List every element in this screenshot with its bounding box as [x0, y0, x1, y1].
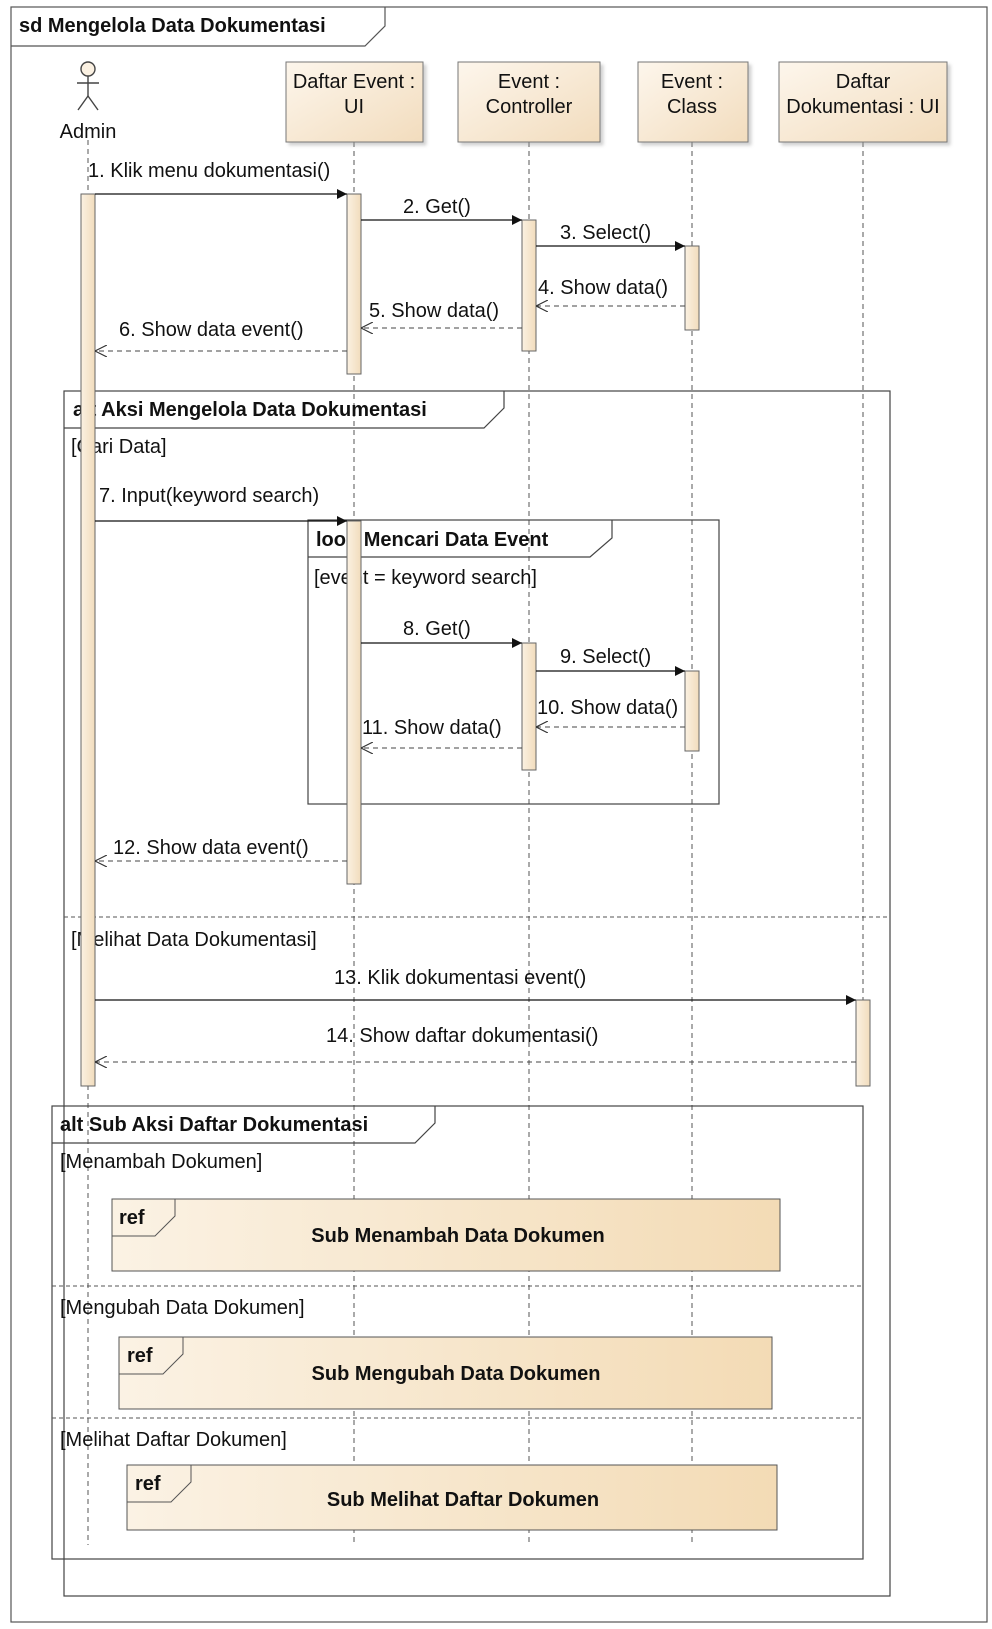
message-label: 6. Show data event()	[119, 319, 304, 341]
message-3: 3. Select()	[536, 222, 685, 251]
lifeline-name-line1: Event :	[661, 71, 723, 93]
message-label: 5. Show data()	[369, 300, 499, 322]
activation-ui-event-2	[346, 520, 362, 885]
message-label: 4. Show data()	[538, 277, 668, 299]
message-label: 13. Klik dokumentasi event()	[334, 967, 586, 989]
lifeline-event-class: Event : Class	[637, 61, 749, 143]
message-label: 9. Select()	[560, 646, 651, 668]
lifeline-name-line1: Daftar Event :	[293, 71, 415, 93]
message-6: 6. Show data event()	[95, 319, 347, 351]
message-1: 1. Klik menu dokumentasi()	[88, 160, 347, 199]
lifeline-name-line2: Controller	[486, 96, 573, 118]
ref-sub-melihat: ref Sub Melihat Daftar Dokumen	[126, 1464, 778, 1531]
lifeline-daftar-event-ui: Daftar Event : UI	[285, 61, 424, 143]
message-7: 7. Input(keyword search)	[95, 485, 347, 526]
messages: 1. Klik menu dokumentasi() 2. Get() 3. S…	[88, 160, 856, 1062]
alt-main-title: alt Aksi Mengelola Data Dokumentasi	[73, 399, 427, 421]
activation-controller-1	[521, 219, 537, 352]
message-label: 11. Show data()	[362, 717, 502, 739]
activation-admin	[80, 193, 96, 1087]
activation-bars	[80, 193, 871, 1087]
message-label: 8. Get()	[403, 618, 471, 640]
diagram-title: sd Mengelola Data Dokumentasi	[19, 15, 326, 37]
loop-guard: [event = keyword search]	[314, 567, 537, 589]
lifeline-name-line2: Class	[667, 96, 717, 118]
message-9: 9. Select()	[536, 646, 685, 676]
ref-tag: ref	[127, 1345, 153, 1367]
ref-sub-mengubah: ref Sub Mengubah Data Dokumen	[118, 1336, 773, 1410]
alt-sub-guard-1: [Menambah Dokumen]	[60, 1151, 262, 1173]
activation-class-1	[684, 245, 700, 331]
message-14: 14. Show daftar dokumentasi()	[95, 1025, 856, 1062]
alt-main-guard-2: [Melihat Data Dokumentasi]	[71, 929, 317, 951]
ref-tag: ref	[119, 1207, 145, 1229]
ref-name: Sub Menambah Data Dokumen	[311, 1225, 604, 1247]
message-label: 3. Select()	[560, 222, 651, 244]
loop-fragment: loop Mencari Data Event [event = keyword…	[307, 519, 720, 805]
message-11: 11. Show data()	[361, 717, 522, 748]
loop-title: loop Mencari Data Event	[316, 529, 549, 551]
actor-stick-figure-icon	[77, 61, 99, 111]
message-5: 5. Show data()	[361, 300, 522, 328]
message-10: 10. Show data()	[536, 697, 685, 727]
ref-name: Sub Melihat Daftar Dokumen	[327, 1489, 599, 1511]
message-12: 12. Show data event()	[95, 837, 347, 861]
actor-admin: Admin	[60, 61, 117, 143]
ref-name: Sub Mengubah Data Dokumen	[312, 1363, 601, 1385]
message-label: 14. Show daftar dokumentasi()	[326, 1025, 598, 1047]
message-13: 13. Klik dokumentasi event()	[95, 967, 856, 1005]
lifeline-daftar-dokumentasi-ui: Daftar Dokumentasi : UI	[778, 61, 948, 143]
lifeline-name-line1: Event :	[498, 71, 560, 93]
alt-sub-title: alt Sub Aksi Daftar Dokumentasi	[60, 1114, 368, 1136]
alt-sub-guard-2: [Mengubah Data Dokumen]	[60, 1297, 305, 1319]
message-label: 10. Show data()	[537, 697, 678, 719]
ref-sub-menambah: ref Sub Menambah Data Dokumen	[111, 1198, 781, 1272]
lifeline-name-line2: UI	[344, 96, 364, 118]
lifeline-name-line2: Dokumentasi : UI	[786, 96, 939, 118]
message-4: 4. Show data()	[536, 277, 685, 306]
alt-sub-guard-3: [Melihat Daftar Dokumen]	[60, 1429, 287, 1451]
message-label: 2. Get()	[403, 196, 471, 218]
message-label: 12. Show data event()	[113, 837, 309, 859]
message-2: 2. Get()	[361, 196, 522, 225]
activation-ui-doc	[855, 999, 871, 1087]
activation-class-2	[684, 670, 700, 752]
sd-frame: sd Mengelola Data Dokumentasi	[10, 6, 988, 1623]
ref-tag: ref	[135, 1473, 161, 1495]
lifeline-name-line1: Daftar	[836, 71, 891, 93]
message-label: 1. Klik menu dokumentasi()	[88, 160, 330, 182]
activation-ui-event-1	[346, 193, 362, 375]
message-label: 7. Input(keyword search)	[99, 485, 319, 507]
activation-controller-2	[521, 642, 537, 771]
message-8: 8. Get()	[361, 618, 522, 648]
actor-name: Admin	[60, 121, 117, 143]
alt-sub-fragment: alt Sub Aksi Daftar Dokumentasi [Menamba…	[51, 1105, 864, 1560]
lifeline-event-controller: Event : Controller	[457, 61, 601, 143]
